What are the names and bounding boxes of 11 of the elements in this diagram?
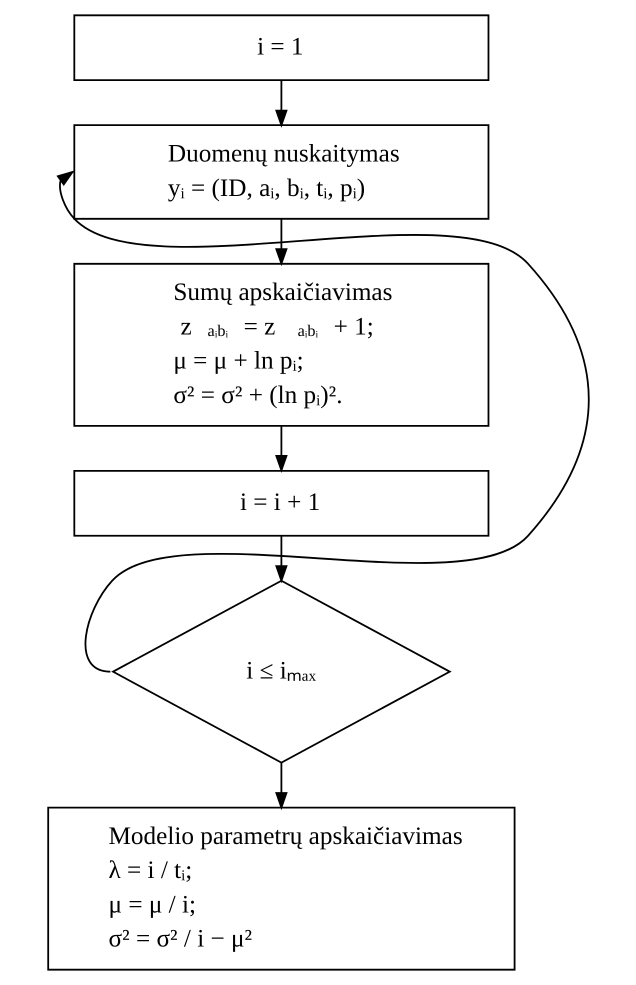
arrow: [274, 536, 288, 584]
node-box: Duomenų nuskaitymas yᵢ = (ID, aᵢ, bᵢ, tᵢ, pᵢ): [72, 124, 489, 220]
node-diamond: i ≤ iₘₐₓ: [110, 580, 452, 764]
arrow: [274, 762, 288, 810]
arrow: [274, 426, 288, 474]
node-box: i = 1: [72, 14, 489, 82]
arrow: [274, 219, 288, 266]
arrow: [56, 170, 589, 673]
node-box: i = i + 1: [72, 470, 489, 537]
node-box: Modelio parametrų apskaičiavimas λ = i / tᵢ; μ = μ / i; σ² = σ² / i − μ²: [46, 806, 515, 971]
arrow: [274, 80, 288, 128]
